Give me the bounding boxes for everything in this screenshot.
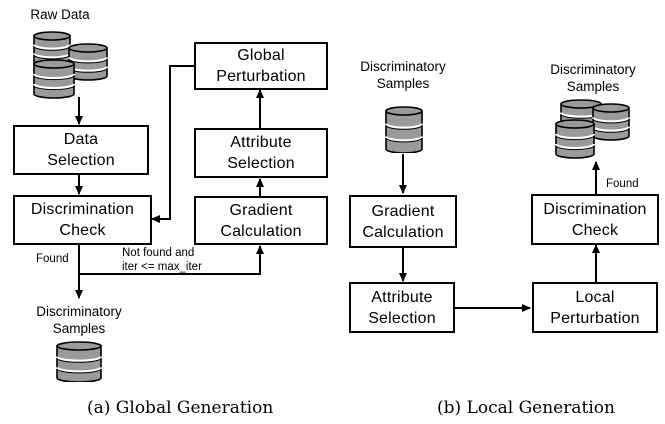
global-samples-label: Discriminatory Samples xyxy=(20,303,138,337)
gradient-calculation-line1: Gradient xyxy=(229,201,293,219)
global-samples-line2: Samples xyxy=(52,321,106,336)
attribute-selection-line1: Attribute xyxy=(230,134,292,151)
db-cylinder xyxy=(67,43,109,81)
local-input-samples-label: Discriminatory Samples xyxy=(348,58,458,92)
local-output-line2: Samples xyxy=(566,79,620,94)
local-attribute-line1: Attribute xyxy=(371,288,433,306)
caption-local: (b) Local Generation xyxy=(437,398,615,418)
local-output-database-icon xyxy=(554,99,631,159)
global-perturbation-line2: Perturbation xyxy=(216,68,306,85)
data-selection-line2: Selection xyxy=(47,152,115,169)
db-cylinder xyxy=(554,119,596,159)
data-selection-line1: Data xyxy=(63,131,99,148)
db-cylinder xyxy=(384,106,424,153)
local-check-line1: Discrimination xyxy=(543,200,647,218)
local-perturbation-line1: Local xyxy=(575,288,615,306)
db-cylinder xyxy=(591,103,631,141)
local-output-line1: Discriminatory xyxy=(550,62,636,77)
global-samples-database-icon xyxy=(55,341,103,382)
global-perturbation-line1: Global xyxy=(237,47,285,64)
local-gradient-line2: Calculation xyxy=(362,223,444,241)
caption-global: (a) Global Generation xyxy=(87,398,274,418)
not-found-line2: iter <= max_iter xyxy=(122,261,202,273)
local-perturbation-line2: Perturbation xyxy=(550,309,640,327)
local-gradient-line1: Gradient xyxy=(371,202,435,220)
local-input-line1: Discriminatory xyxy=(360,59,446,74)
found-label: Found xyxy=(36,253,69,265)
local-attribute-line2: Selection xyxy=(368,309,436,327)
not-found-line1: Not found and xyxy=(122,247,195,259)
local-input-line2: Samples xyxy=(376,76,430,91)
local-check-line2: Check xyxy=(571,221,619,239)
db-cylinder xyxy=(32,59,76,99)
global-samples-line1: Discriminatory xyxy=(36,304,122,319)
raw-data-label: Raw Data xyxy=(30,7,90,22)
gradient-calculation-line2: Calculation xyxy=(220,222,302,240)
raw-data-database-icon xyxy=(32,31,109,99)
discrimination-check-line1: Discrimination xyxy=(30,201,135,218)
local-output-samples-label: Discriminatory Samples xyxy=(534,61,652,95)
not-found-label: Not found and iter <= max_iter xyxy=(122,246,202,274)
attribute-selection-line2: Selection xyxy=(227,155,295,172)
arrow-not-found-to-gradient xyxy=(79,245,264,275)
arrow-global-loop-to-check xyxy=(151,65,194,223)
local-found-label: Found xyxy=(606,178,639,190)
local-input-database-icon xyxy=(384,106,424,153)
discrimination-check-line2: Check xyxy=(59,222,106,239)
db-cylinder xyxy=(55,341,103,382)
